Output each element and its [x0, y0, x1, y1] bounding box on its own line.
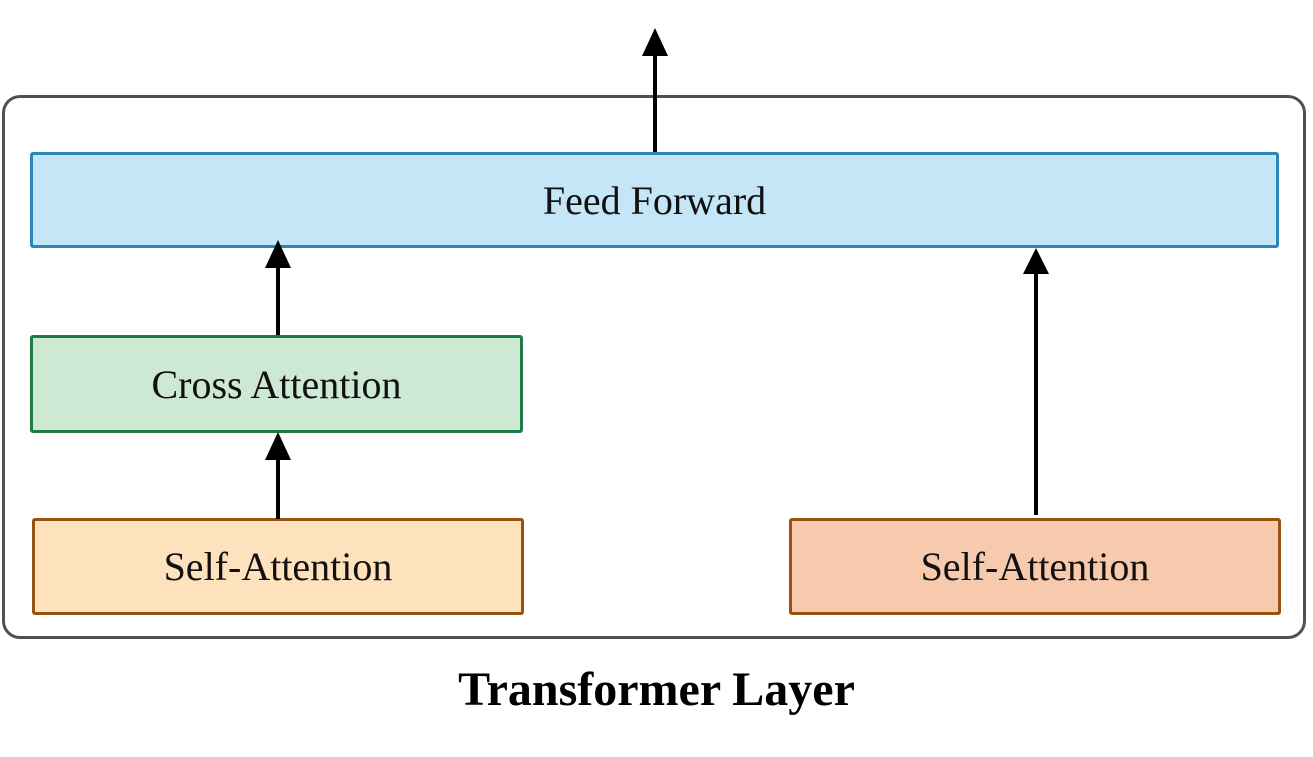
diagram-caption: Transformer Layer: [458, 663, 855, 716]
self-attention-left-block: Self-Attention: [32, 518, 524, 615]
self-attention-left-label: Self-Attention: [163, 544, 393, 589]
cross-attention-label: Cross Attention: [151, 361, 402, 407]
feed-forward-block: Feed Forward: [30, 152, 1279, 248]
arrow-output: [642, 28, 668, 152]
arrow-cross-attention-to-feed-forward: [265, 240, 291, 335]
self-attention-right-label: Self-Attention: [920, 544, 1150, 589]
feed-forward-label: Feed Forward: [542, 177, 767, 223]
self-attention-right-block: Self-Attention: [789, 518, 1281, 615]
cross-attention-block: Cross Attention: [30, 335, 523, 433]
arrow-self-attention-left-to-cross-attention: [265, 432, 291, 519]
arrow-self-attention-right-to-feed-forward: [1023, 248, 1049, 515]
